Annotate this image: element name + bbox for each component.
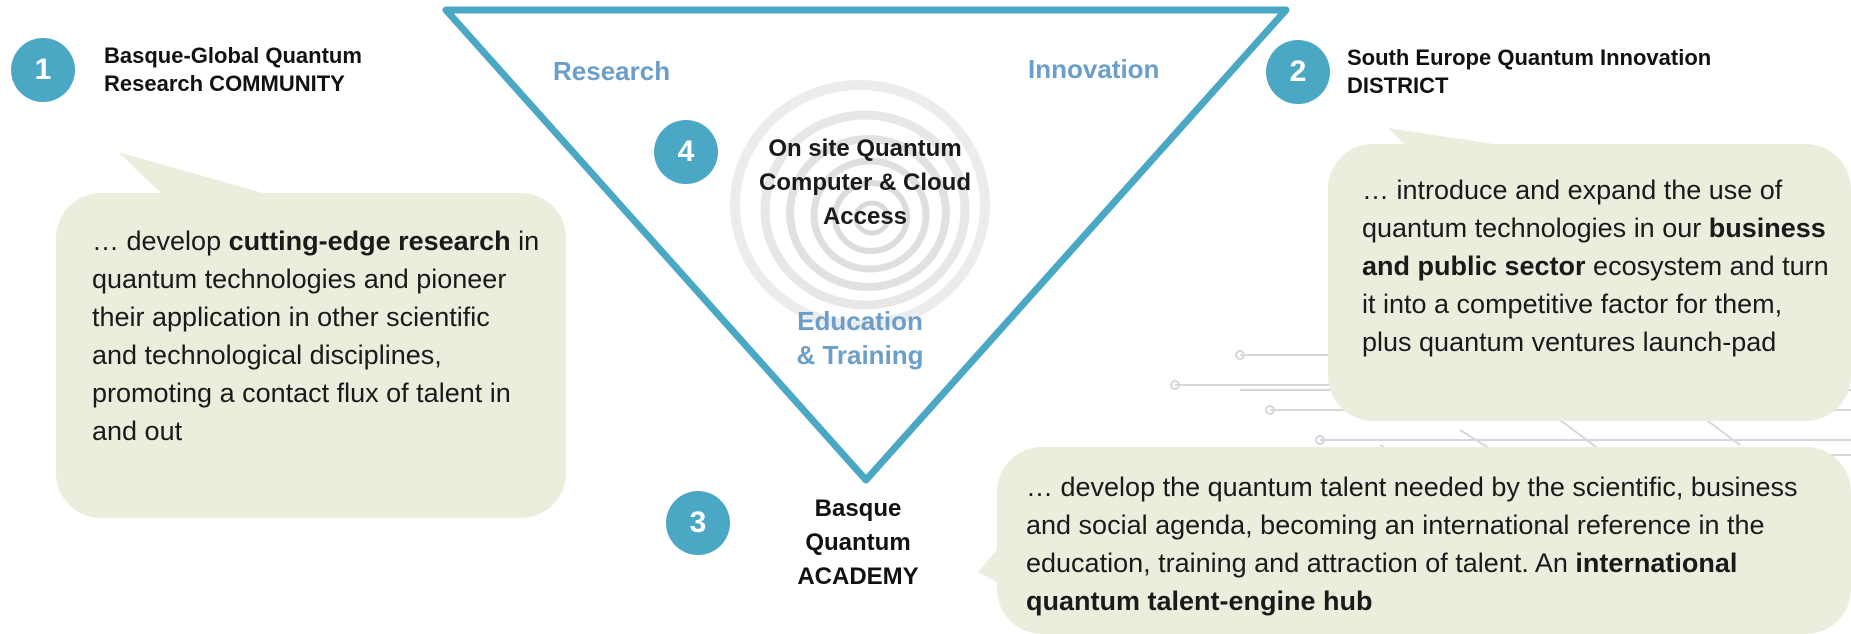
bubble-academy-bold: international quantum talent-engine hub — [1026, 548, 1738, 616]
bubble-academy-shape — [978, 447, 1851, 634]
pillar-2-title-line2: DISTRICT — [1347, 73, 1449, 98]
number-badge-1: 1 — [11, 38, 75, 102]
pillar-4-title-line2: Computer & Cloud — [759, 169, 971, 196]
pillar-3-title-line2: Quantum — [805, 529, 911, 556]
label-education-line1: Education — [797, 306, 923, 336]
label-education-line2: & Training — [796, 340, 924, 370]
number-badge-2: 2 — [1266, 40, 1330, 104]
bubble-research-prefix: … develop — [92, 226, 229, 256]
spiral-graphic — [730, 80, 990, 330]
label-innovation: Innovation — [1028, 54, 1160, 84]
number-badge-4: 4 — [654, 120, 718, 184]
pillar-3-title-line3: ACADEMY — [797, 563, 919, 590]
pillar-2-title: South Europe Quantum Innovation DISTRICT — [1347, 44, 1711, 100]
bubble-innovation-prefix: … introduce and expand the use of quantu… — [1362, 175, 1783, 243]
bubble-academy-prefix: … develop the quantum talent needed by t… — [1026, 472, 1798, 578]
pillar-1-title-line1: Basque-Global Quantum — [104, 43, 362, 68]
pillar-3-title: Basque Quantum ACADEMY — [770, 492, 946, 594]
pillar-1-title: Basque-Global Quantum Research COMMUNITY — [104, 42, 362, 98]
pillar-3-title-line1: Basque — [814, 495, 902, 522]
bubble-academy-text: … develop the quantum talent needed by t… — [1026, 468, 1836, 620]
bubble-innovation-bold: business and public sector — [1362, 213, 1826, 281]
bubble-research-rest: in quantum technologies and pioneer thei… — [92, 226, 540, 446]
pillar-4-title-line1: On site Quantum — [768, 135, 962, 162]
triangle-outline — [442, 6, 1290, 484]
bubble-research-bold: cutting-edge research — [228, 226, 511, 256]
pillar-2-title-line1: South Europe Quantum Innovation — [1347, 45, 1712, 70]
bubble-research-shape — [56, 152, 566, 518]
label-research: Research — [553, 56, 671, 86]
pillar-4-title-line3: Access — [822, 203, 908, 230]
bubble-research-text: … develop cutting-edge research in quant… — [92, 222, 542, 450]
bubble-innovation-shape — [1328, 128, 1851, 421]
bubble-innovation-rest: ecosystem and turn it into a competitive… — [1362, 251, 1829, 357]
pillar-1-title-line2: Research COMMUNITY — [104, 71, 345, 96]
label-education: Education & Training — [760, 304, 960, 372]
pillar-4-title: On site Quantum Computer & Cloud Access — [730, 132, 1000, 234]
number-badge-3: 3 — [666, 491, 730, 555]
bubble-innovation-text: … introduce and expand the use of quantu… — [1362, 171, 1832, 361]
